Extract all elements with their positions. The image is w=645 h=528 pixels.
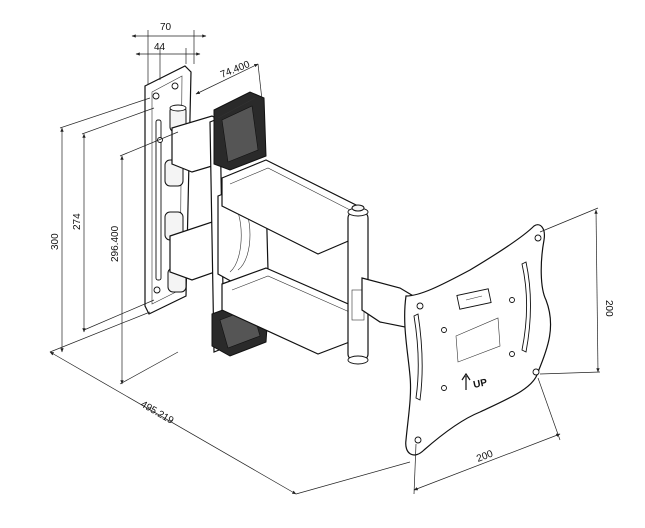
dim-274-label: 274 xyxy=(72,213,83,230)
dim-74-4-label: 74.400 xyxy=(219,59,252,81)
label-up: UP xyxy=(472,377,488,391)
dim-70-44: 70 44 xyxy=(131,22,207,84)
dim-200-horizontal: 200 xyxy=(413,377,561,495)
dim-44-label: 44 xyxy=(154,42,166,53)
dim-200-horizontal-label: 200 xyxy=(475,448,495,464)
dim-200-vertical-label: 200 xyxy=(603,300,614,317)
dim-70-label: 70 xyxy=(160,22,172,33)
dim-296-4-label: 296.400 xyxy=(110,225,121,262)
vesa-plate: UP xyxy=(404,224,552,456)
dim-495-label: 495.219 xyxy=(139,399,176,427)
dim-verticals: 300 274 296.400 xyxy=(49,97,179,385)
dim-495: 495.219 xyxy=(49,351,411,495)
dim-200-vertical: 200 xyxy=(539,207,614,375)
dim-300-label: 300 xyxy=(50,233,61,250)
up-arrow-icon xyxy=(461,372,471,390)
